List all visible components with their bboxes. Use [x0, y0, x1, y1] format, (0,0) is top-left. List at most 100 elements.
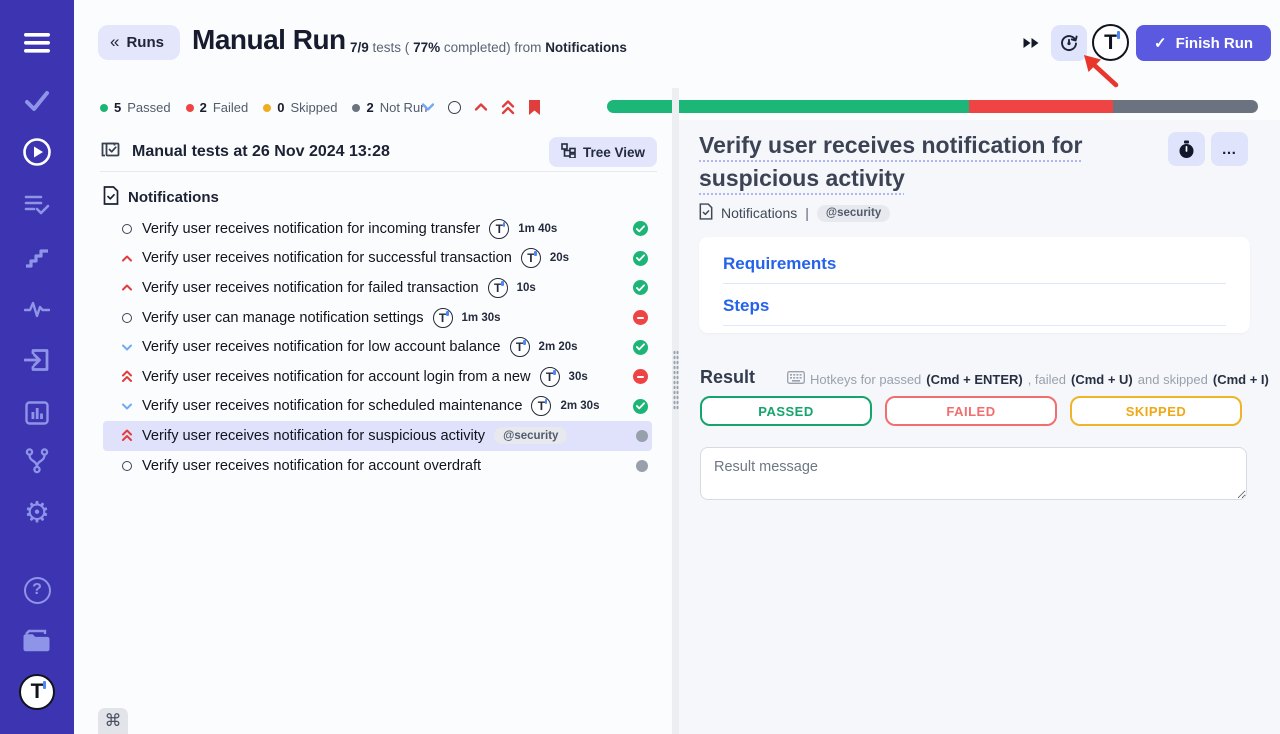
activity-icon[interactable] — [0, 292, 74, 326]
circle-filter-icon[interactable] — [448, 100, 461, 114]
test-timer-button[interactable] — [1168, 132, 1205, 166]
automation-logo-icon: T — [509, 337, 530, 358]
verdict-buttons: PASSED FAILED SKIPPED — [700, 396, 1242, 426]
test-row[interactable]: Verify user receives notification for in… — [103, 214, 652, 244]
passed-dot — [100, 103, 108, 112]
status-circle-icon — [120, 312, 133, 323]
menu-icon[interactable] — [0, 26, 74, 60]
document-check-icon — [103, 186, 119, 209]
duration: 1m 40s — [518, 222, 558, 235]
branch-icon[interactable] — [0, 444, 74, 478]
sidebar: ⚙ ? T — [0, 0, 74, 734]
panel-resize-handle[interactable] — [672, 88, 679, 734]
not-run-dot — [352, 103, 361, 112]
chevron-up-filter-icon[interactable] — [474, 102, 488, 112]
finish-run-button[interactable]: ✓ Finish Run — [1136, 25, 1272, 61]
duration: 20s — [549, 252, 570, 265]
folder-notifications[interactable]: Notifications — [103, 186, 219, 209]
duration: 1m 30s — [461, 311, 501, 324]
duration: 30s — [568, 370, 588, 383]
document-check-icon — [699, 203, 713, 223]
help-icon[interactable]: ? — [0, 573, 74, 607]
progress-notrun-segment — [1113, 100, 1258, 113]
test-row[interactable]: Verify user receives notification for ac… — [103, 451, 652, 481]
sidebar-logo-icon[interactable]: T — [0, 672, 74, 712]
run-progress-bar — [607, 100, 1258, 113]
result-passed-icon — [633, 398, 648, 414]
result-passed-icon — [633, 250, 648, 266]
automation-logo-icon: T — [489, 218, 510, 239]
status-circle-icon — [120, 460, 133, 471]
test-row-selected[interactable]: Verify user receives notification for su… — [103, 421, 652, 451]
steps-icon[interactable] — [0, 240, 74, 274]
hotkeys-hint: Hotkeys for passed(Cmd + ENTER), failed(… — [787, 371, 1269, 387]
priority-critical-icon — [120, 429, 133, 442]
check-icon[interactable] — [0, 84, 74, 118]
test-row[interactable]: Verify user can manage notification sett… — [103, 303, 652, 333]
test-row[interactable]: Verify user receives notification for lo… — [103, 332, 652, 362]
page-title: Manual Run — [192, 24, 346, 55]
double-chevron-up-filter-icon[interactable] — [501, 99, 515, 115]
bar-chart-icon[interactable] — [0, 396, 74, 430]
result-message-input[interactable] — [700, 447, 1247, 500]
app-logo-icon[interactable]: T — [1092, 24, 1129, 61]
test-row[interactable]: Verify user receives notification for ac… — [103, 362, 652, 392]
passed-button[interactable]: PASSED — [700, 396, 872, 426]
skipped-button[interactable]: SKIPPED — [1070, 396, 1242, 426]
failed-dot — [185, 103, 194, 112]
clipboard-check-icon — [100, 139, 121, 165]
tree-view-button[interactable]: Tree View — [548, 137, 657, 167]
priority-low-icon — [120, 343, 133, 352]
gear-icon[interactable]: ⚙ — [24, 496, 50, 529]
breadcrumb: Notifications | @security — [699, 203, 891, 223]
list-check-icon[interactable] — [0, 188, 74, 222]
run-timer-button[interactable] — [1051, 25, 1087, 61]
result-passed-icon — [633, 339, 648, 355]
skipped-dot — [263, 103, 272, 112]
sign-in-icon[interactable] — [0, 343, 74, 377]
grip-dots-icon — [672, 350, 679, 410]
chevrons-left-icon: « — [110, 31, 120, 51]
result-failed-icon — [633, 310, 648, 326]
more-options-button[interactable]: … — [1211, 132, 1248, 166]
test-row[interactable]: Verify user receives notification for fa… — [103, 273, 652, 303]
priority-high-icon — [120, 283, 133, 292]
tag-badge[interactable]: @security — [494, 427, 568, 445]
logo-tick — [43, 681, 46, 689]
result-failed-icon — [633, 369, 648, 385]
automation-logo-icon: T — [520, 248, 541, 269]
failed-button[interactable]: FAILED — [885, 396, 1057, 426]
test-detail-title[interactable]: Verify user receives notification for su… — [699, 132, 1083, 191]
automation-logo-icon: T — [432, 307, 453, 328]
bookmark-icon[interactable] — [528, 99, 541, 116]
automation-logo-icon: T — [487, 277, 508, 298]
ellipsis-icon: … — [1221, 140, 1238, 158]
breadcrumb-folder[interactable]: Notifications — [721, 205, 798, 221]
progress-failed-segment — [968, 100, 1114, 113]
steps-section-link[interactable]: Steps — [723, 296, 1226, 326]
play-circle-icon[interactable] — [0, 135, 74, 169]
automation-logo-icon: T — [539, 366, 560, 387]
test-row[interactable]: Verify user receives notification for sc… — [103, 392, 652, 422]
stopwatch-icon — [1061, 35, 1078, 52]
duration: 2m 30s — [560, 400, 600, 413]
collapse-chevron-down-icon[interactable] — [421, 102, 435, 112]
automation-logo-icon: T — [531, 396, 552, 417]
tag-badge[interactable]: @security — [816, 204, 891, 222]
back-to-runs-button[interactable]: « Runs — [98, 25, 180, 60]
test-row[interactable]: Verify user receives notification for su… — [103, 244, 652, 274]
fast-forward-icon[interactable] — [1022, 36, 1040, 55]
test-content-card: Requirements Steps — [699, 237, 1250, 333]
folder-icon[interactable] — [0, 624, 74, 658]
result-not-run-icon — [636, 429, 648, 442]
duration: 2m 20s — [538, 341, 578, 354]
requirements-section-link[interactable]: Requirements — [723, 254, 1226, 284]
test-list-header: Manual tests at 26 Nov 2024 13:28 Tree V… — [100, 133, 657, 172]
back-to-runs-label: Runs — [126, 34, 164, 51]
command-key-icon[interactable]: ⌘ — [98, 708, 128, 734]
